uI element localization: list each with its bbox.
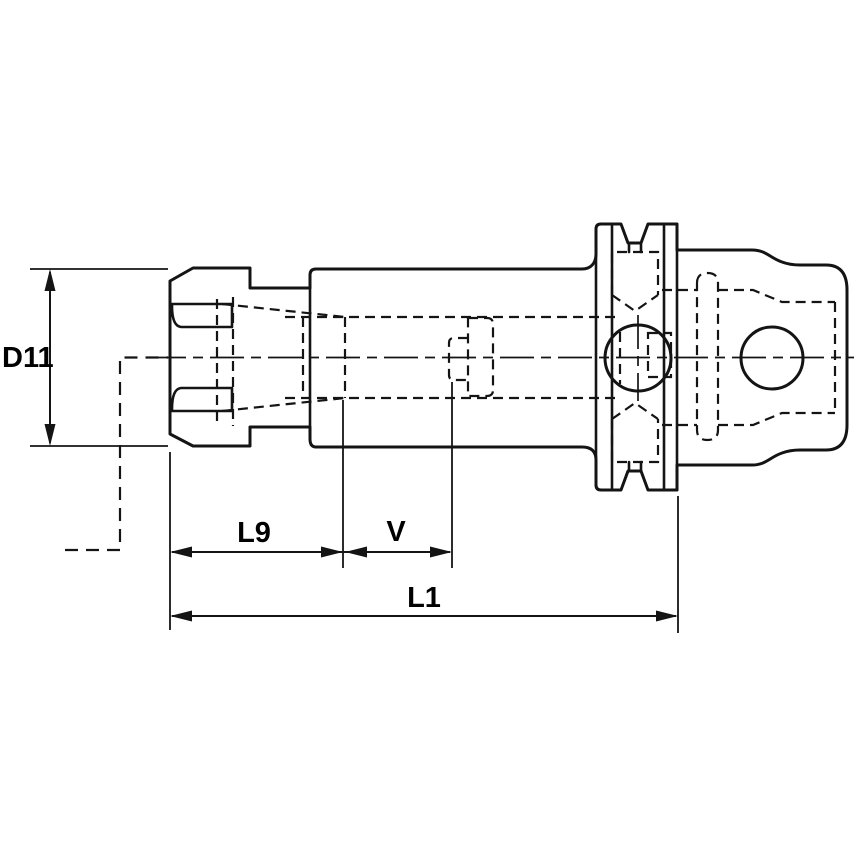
hidden-lines — [215, 250, 837, 464]
flange-keyway-bottom-chevron — [611, 401, 659, 420]
dimension-l1: L1 — [170, 496, 679, 633]
l9-label: L9 — [237, 517, 271, 549]
adjusting-screw-tip — [447, 336, 468, 382]
shank-bore-top-right — [718, 288, 835, 304]
flange-keyway-top-chevron — [611, 294, 659, 313]
l1-label: L1 — [407, 582, 441, 614]
collet-nut-details — [170, 286, 312, 429]
flange-keyway-top — [610, 250, 660, 295]
dimension-l9: L9 — [169, 400, 450, 630]
l9-arrow-left — [170, 546, 192, 558]
centerline-group — [65, 356, 854, 552]
v-arrow-left — [345, 546, 367, 558]
nut-wrench-slot-top — [170, 302, 234, 329]
ball-pocket-hidden — [646, 331, 673, 379]
flange-keyway-bottom — [610, 419, 660, 464]
d11-label: D11 — [2, 342, 54, 374]
dimension-d11: D11 — [2, 268, 168, 447]
adjusting-screw-body — [466, 316, 495, 398]
shank-slot-hidden — [695, 271, 720, 442]
d11-arrow-down — [44, 424, 56, 446]
v-arrow-right — [430, 546, 452, 558]
l9-arrow-right — [321, 546, 343, 558]
v-label: V — [386, 516, 406, 548]
l1-arrow-right — [656, 610, 678, 622]
collet-taper-top — [221, 302, 346, 319]
nut-wrench-slot-bottom — [170, 386, 234, 413]
datum-jog-line — [65, 356, 168, 552]
shank-bore-bottom-right — [718, 411, 835, 427]
dimension-v: V — [345, 382, 453, 568]
d11-arrow-up — [44, 269, 56, 291]
collet-taper-bottom — [221, 396, 346, 413]
l1-arrow-left — [170, 610, 192, 622]
shank-through-hole — [739, 325, 805, 391]
